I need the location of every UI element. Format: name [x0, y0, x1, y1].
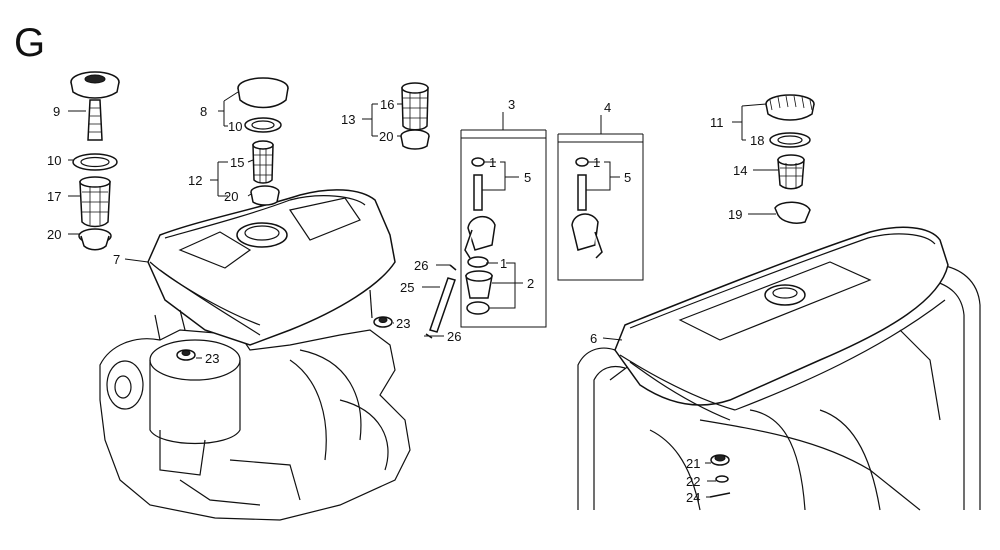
callout-13: 13: [341, 112, 355, 127]
clip-19: [774, 201, 811, 224]
grommet-21: [710, 454, 730, 466]
callout-12: 12: [188, 173, 202, 188]
callout-21: 21: [686, 456, 700, 471]
seal-20-left: [78, 228, 112, 251]
callout-19: 19: [728, 207, 742, 222]
callout-11: 11: [710, 115, 724, 130]
gasket-18: [769, 132, 811, 148]
callout-26: 26: [447, 329, 461, 344]
strainer-15: [252, 140, 274, 184]
fuel-valve-box-4: [557, 115, 644, 281]
nut-23-lower: [176, 349, 196, 361]
callout-26: 26: [414, 258, 428, 273]
callout-labels: 9 10 17 20 7 8 10 12 15 20 13 16 20 23 2…: [47, 97, 764, 505]
callout-2: 2: [527, 276, 534, 291]
callout-23: 23: [396, 316, 410, 331]
callout-20: 20: [224, 189, 238, 204]
callout-16: 16: [380, 97, 394, 112]
gasket-10-center: [244, 117, 282, 133]
pin-24: [709, 492, 731, 498]
callout-17: 17: [47, 189, 61, 204]
callout-7: 7: [113, 252, 120, 267]
strainer-17: [79, 176, 111, 228]
fuel-cap-8: [237, 77, 289, 109]
callout-9: 9: [53, 104, 60, 119]
callout-3: 3: [508, 97, 515, 112]
fuel-tank-6: [614, 226, 949, 421]
gasket-10-left: [72, 153, 118, 171]
seal-20-center: [250, 185, 280, 206]
callout-20: 20: [379, 129, 393, 144]
leader-lines: [68, 91, 778, 498]
callout-1: 1: [593, 155, 600, 170]
callout-15: 15: [230, 155, 244, 170]
fuel-tank-7: [147, 189, 396, 346]
fuel-cap-9: [70, 71, 120, 141]
cap-11: [765, 94, 815, 121]
seal-20-right: [400, 129, 430, 150]
callout-10: 10: [228, 119, 242, 134]
fuel-valve-3-parts: [464, 157, 496, 315]
callout-5: 5: [624, 170, 631, 185]
fuel-valve-4-parts: [571, 157, 603, 259]
callout-18: 18: [750, 133, 764, 148]
callout-4: 4: [604, 100, 611, 115]
strainer-14: [777, 154, 805, 190]
fuel-hose-25: [425, 264, 457, 339]
callout-14: 14: [733, 163, 747, 178]
callout-5: 5: [524, 170, 531, 185]
engine-block-left: [99, 314, 411, 521]
section-letter: G: [14, 21, 45, 65]
callout-22: 22: [686, 474, 700, 489]
callout-1: 1: [500, 256, 507, 271]
callout-10: 10: [47, 153, 61, 168]
strainer-16: [401, 82, 429, 131]
callout-24: 24: [686, 490, 700, 505]
callout-8: 8: [200, 104, 207, 119]
callout-23: 23: [205, 351, 219, 366]
callout-6: 6: [590, 331, 597, 346]
callout-20: 20: [47, 227, 61, 242]
callout-25: 25: [400, 280, 414, 295]
nut-23-upper: [373, 316, 393, 328]
fuel-valve-box-3: [460, 112, 547, 328]
callout-1: 1: [489, 155, 496, 170]
washer-22: [715, 475, 729, 483]
